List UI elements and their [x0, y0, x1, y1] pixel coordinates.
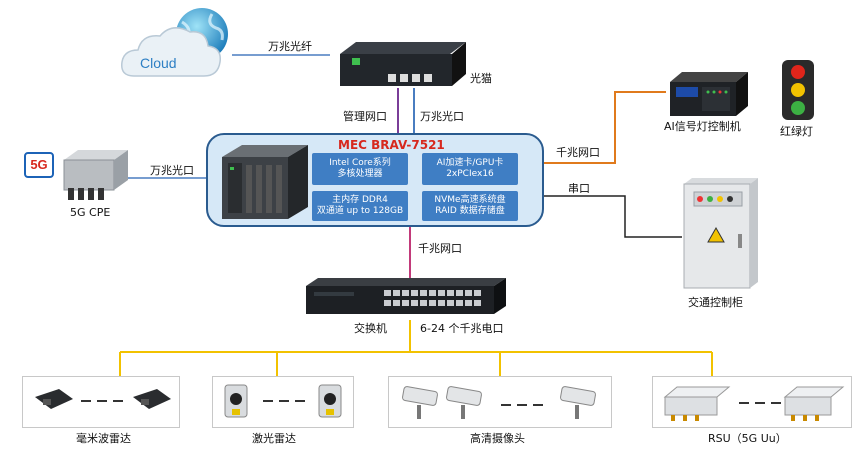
industrial-pc-icon	[222, 145, 308, 219]
traffic-cabinet-label: 交通控制柜	[688, 296, 743, 309]
rsu-icon	[663, 386, 845, 421]
network-switch-icon	[306, 278, 506, 314]
switch-label: 交换机	[354, 322, 387, 335]
mgmt-port-label: 管理网口	[343, 110, 387, 123]
switch-ports-label: 6-24 个千兆电口	[420, 322, 504, 335]
device-label-lidar: 激光雷达	[252, 432, 296, 445]
mmwave-radar-box	[22, 376, 180, 428]
fiber-port-top-label: 万兆光口	[420, 110, 464, 123]
gige-port-right-label: 千兆网口	[556, 146, 600, 159]
modem-label: 光猫	[470, 72, 492, 85]
lidar-icon	[224, 384, 342, 418]
ai-accelerator-spec: AI加速卡/GPU卡 2xPCIex16	[422, 153, 518, 185]
cpe-device-icon	[63, 150, 128, 200]
cpu-spec: Intel Core系列 多核处理器	[312, 153, 408, 185]
cloud-label: Cloud	[140, 55, 177, 71]
fiber-link-label: 万兆光纤	[268, 40, 312, 53]
serial-link	[543, 195, 682, 238]
signal-controller-label: AI信号灯控制机	[664, 120, 741, 133]
traffic-light-label: 红绿灯	[780, 125, 813, 138]
optical-modem-icon	[340, 42, 466, 86]
mec-server: MEC BRAV-7521 Intel Core系列 多核处理器 AI加速卡/G…	[206, 133, 544, 227]
device-label-mmwave: 毫米波雷达	[76, 432, 131, 445]
mec-title: MEC BRAV-7521	[338, 138, 445, 152]
5g-badge-icon: 5G	[24, 152, 54, 178]
traffic-cabinet-icon	[683, 178, 758, 289]
serial-port-label: 串口	[568, 182, 590, 195]
cpe-label: 5G CPE	[70, 206, 111, 219]
device-label-camera: 高清摄像头	[470, 432, 525, 445]
rsu-box	[652, 376, 852, 428]
hd-camera-icon	[402, 386, 596, 419]
cloud-icon: Cloud	[121, 8, 228, 77]
memory-spec: 主内存 DDR4 双通道 up to 128GB	[312, 191, 408, 221]
lidar-box	[212, 376, 354, 428]
gige-port-bottom-label: 千兆网口	[418, 242, 462, 255]
signal-controller-icon	[670, 72, 748, 116]
cpe-port-label: 万兆光口	[150, 164, 194, 177]
storage-spec: NVMe高速系统盘 RAID 数据存储盘	[422, 191, 518, 221]
gige-link-right	[543, 91, 666, 164]
traffic-light-icon	[782, 60, 814, 120]
hd-camera-box	[388, 376, 612, 428]
mmwave-radar-icon	[35, 389, 171, 409]
device-label-rsu: RSU（5G Uu）	[708, 432, 787, 445]
